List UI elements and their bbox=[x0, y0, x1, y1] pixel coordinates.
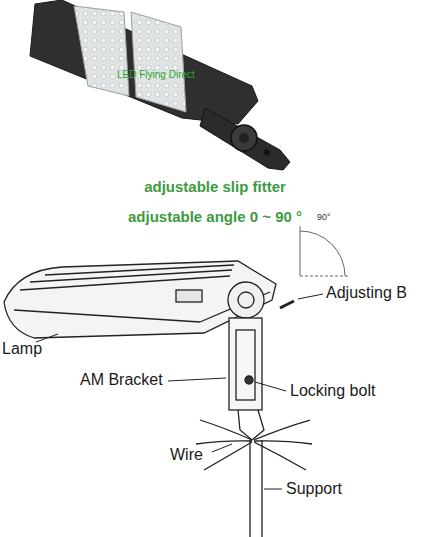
wire bbox=[254, 420, 310, 440]
wire bbox=[196, 441, 252, 444]
lamp-fin bbox=[45, 265, 234, 275]
angle-line bbox=[300, 226, 301, 276]
bracket-knuckle bbox=[228, 282, 264, 318]
lamp-drawing bbox=[4, 226, 348, 537]
leader-line bbox=[168, 378, 226, 381]
fixture-housing bbox=[30, 0, 258, 124]
wire bbox=[254, 441, 312, 444]
part-label: AM Bracket bbox=[80, 371, 163, 389]
wire bbox=[204, 442, 252, 470]
am-bracket-slot bbox=[236, 330, 255, 400]
lamp-sensor bbox=[176, 290, 202, 302]
set-screw bbox=[263, 149, 271, 156]
led-module bbox=[74, 6, 129, 96]
leader-line bbox=[212, 444, 232, 452]
lamp-fin bbox=[30, 270, 232, 282]
feature-note: adjustable slip fitter bbox=[144, 178, 286, 195]
knuckle-bolt bbox=[239, 133, 249, 143]
part-label: Locking bolt bbox=[290, 382, 375, 400]
support-pole bbox=[250, 440, 262, 537]
am-bracket bbox=[229, 318, 262, 410]
adjusting-bolt bbox=[280, 301, 294, 308]
wire bbox=[200, 420, 252, 440]
leader-line bbox=[255, 382, 286, 391]
angle-line bbox=[300, 276, 348, 277]
watermark: LED Flying Direct bbox=[117, 69, 195, 81]
part-label: Support bbox=[286, 480, 342, 498]
knuckle-hub bbox=[238, 292, 254, 308]
angle-label: 90° bbox=[317, 212, 331, 222]
locking-bolt bbox=[245, 376, 253, 384]
feature-note: adjustable angle 0 ~ 90 ° bbox=[128, 208, 302, 225]
led-module bbox=[131, 12, 186, 112]
angle-arc bbox=[300, 231, 345, 276]
leader-line bbox=[298, 294, 323, 299]
slip-fitter-knuckle bbox=[231, 125, 257, 151]
fixture-photo bbox=[30, 0, 290, 170]
lamp-edge bbox=[14, 310, 200, 322]
part-label: Adjusting B bbox=[326, 284, 407, 302]
part-label: Wire bbox=[170, 446, 203, 464]
slip-fitter-arm bbox=[200, 108, 290, 170]
part-label: Lamp bbox=[2, 340, 42, 358]
leader-line bbox=[264, 489, 282, 490]
lamp-fin bbox=[20, 276, 230, 290]
